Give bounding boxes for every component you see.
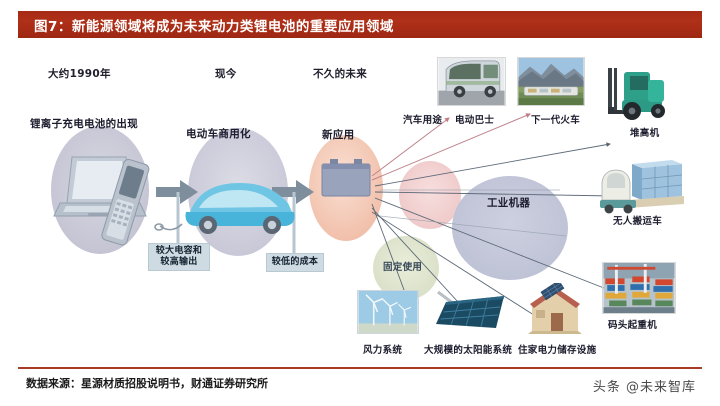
figure-diagram: 大约1990年 现今 不久的未来 锂离子充电电池的出现 电动车商用化 新应用 <box>0 40 720 365</box>
app-label-next-gen-train: 下一代火车 <box>531 115 581 126</box>
source-note: 数据来源：星源材质招股说明书，财通证券研究所 <box>26 377 268 390</box>
photo-next-gen-train <box>517 57 585 106</box>
figure-title-bar: 图7：新能源领域将成为未来动力类锂电池的重要应用领域 <box>18 11 702 38</box>
connectors-pink <box>371 113 531 181</box>
app-label-electric-bus: 电动巴士 <box>455 115 495 126</box>
footer-divider <box>18 367 702 369</box>
illustration-solar-farm <box>432 290 508 334</box>
ellipse-automotive <box>399 161 461 229</box>
photo-port-crane <box>602 262 676 314</box>
callout-capacity-line2: 较高输出 <box>160 257 198 267</box>
callout-cost-line1: 较低的成本 <box>271 257 319 267</box>
device-art-layer <box>53 156 371 246</box>
page-title: 图7：新能源领域将成为未来动力类锂电池的重要应用领域 <box>34 18 394 35</box>
illustration-home-storage <box>524 283 586 335</box>
stage-label-present: 电动车商用化 <box>186 128 251 140</box>
stage-label-past: 锂离子充电电池的出现 <box>30 118 138 130</box>
cluster-label-industrial: 工业机器 <box>487 197 531 209</box>
callout-cost: 较低的成本 <box>266 253 324 272</box>
era-label-past: 大约1990年 <box>48 68 111 80</box>
era-label-future: 不久的未来 <box>313 68 367 80</box>
ellipse-industrial <box>452 176 568 280</box>
connectors-industrial-faint <box>379 189 567 237</box>
callout-capacity: 较大电容和 较高输出 <box>148 243 210 271</box>
cluster-label-stationary: 固定使用 <box>383 262 423 273</box>
mobile-phone-icon <box>101 158 150 246</box>
charging-plug-icon <box>154 223 183 231</box>
app-label-wind-power: 风力系统 <box>363 345 403 356</box>
illustration-agv <box>598 158 690 220</box>
illustration-stacker <box>600 62 680 124</box>
photo-wind-power <box>357 290 419 334</box>
app-label-agv: 无人搬运车 <box>613 216 663 227</box>
electric-car-icon <box>185 183 295 234</box>
era-label-present: 现今 <box>215 68 237 80</box>
app-label-solar-farm: 大规模的太阳能系统 <box>424 345 513 356</box>
connectors-gray <box>371 142 615 327</box>
callout-capacity-line1: 较大电容和 <box>155 246 203 256</box>
photo-electric-bus <box>437 57 506 106</box>
app-label-stacker: 堆高机 <box>630 128 660 139</box>
app-label-home-storage: 住家电力储存设施 <box>518 345 597 356</box>
cluster-label-automotive: 汽车用途 <box>403 115 443 126</box>
watermark-label: 头条 @未来智库 <box>592 380 696 395</box>
battery-icon <box>321 159 371 197</box>
stage-label-future: 新应用 <box>322 129 355 141</box>
app-label-port-crane: 码头起重机 <box>608 320 658 331</box>
